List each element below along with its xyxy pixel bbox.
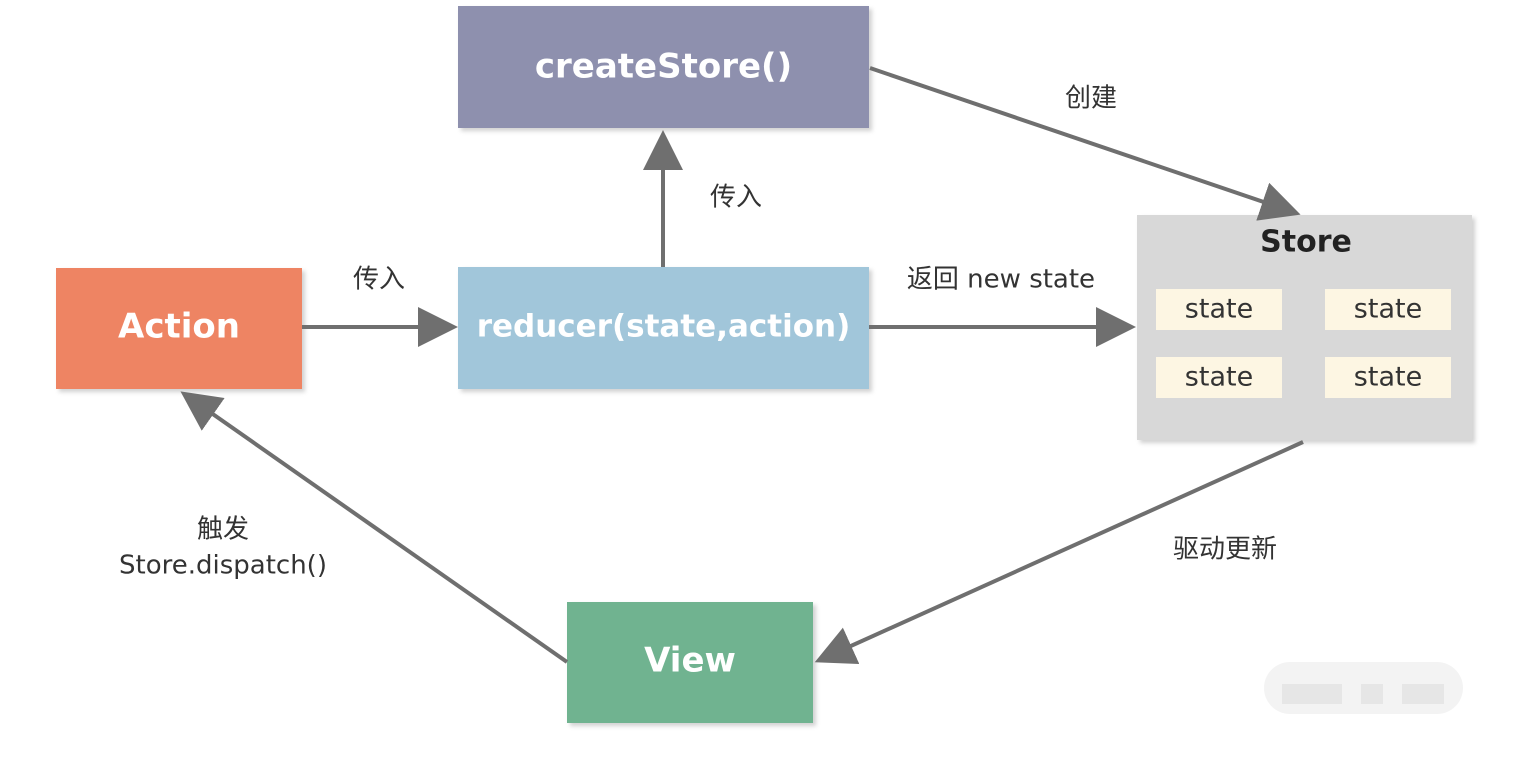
edge-label-store-to-view: 驱动更新 xyxy=(1173,535,1277,565)
create-store-box xyxy=(458,6,869,128)
store-node: Store state state state state xyxy=(1137,215,1472,440)
arrow-create-store-to-store xyxy=(869,66,1301,221)
edge-label-reducer-to-create-store: 传入 xyxy=(710,183,762,213)
state-cell-label: state xyxy=(1354,294,1422,325)
reducer-box xyxy=(458,267,869,389)
edge-label-reducer-to-store: 返回 new state xyxy=(907,265,1095,295)
state-cell xyxy=(1156,357,1282,398)
create-store-node: createStore() xyxy=(458,6,869,128)
view-label: View xyxy=(644,641,736,681)
arrow-view-to-action xyxy=(180,391,569,664)
watermark-block xyxy=(1402,684,1444,704)
action-box xyxy=(56,268,302,389)
state-cell-label: state xyxy=(1185,362,1253,393)
create-store-label: createStore() xyxy=(535,47,792,87)
edge-label-create-store-to-store: 创建 xyxy=(1065,84,1117,114)
edge-label-view-to-action-line2: Store.dispatch() xyxy=(119,551,327,581)
state-cell xyxy=(1325,357,1451,398)
edge-label-view-to-action-line1: 触发 xyxy=(197,515,249,545)
state-cell xyxy=(1325,289,1451,330)
arrow-store-to-view xyxy=(814,440,1304,665)
watermark xyxy=(1264,662,1463,714)
watermark-block xyxy=(1361,684,1383,704)
store-title: Store xyxy=(1260,225,1352,260)
watermark-block xyxy=(1282,684,1342,704)
edge-label-action-to-reducer: 传入 xyxy=(353,265,405,295)
reducer-label: reducer(state,action) xyxy=(477,309,851,345)
state-cell-label: state xyxy=(1185,294,1253,325)
state-cell xyxy=(1156,289,1282,330)
state-cell-label: state xyxy=(1354,362,1422,393)
action-label: Action xyxy=(118,307,240,347)
action-node: Action xyxy=(56,268,302,389)
view-node: View xyxy=(567,602,813,723)
view-box xyxy=(567,602,813,723)
reducer-node: reducer(state,action) xyxy=(458,267,869,389)
